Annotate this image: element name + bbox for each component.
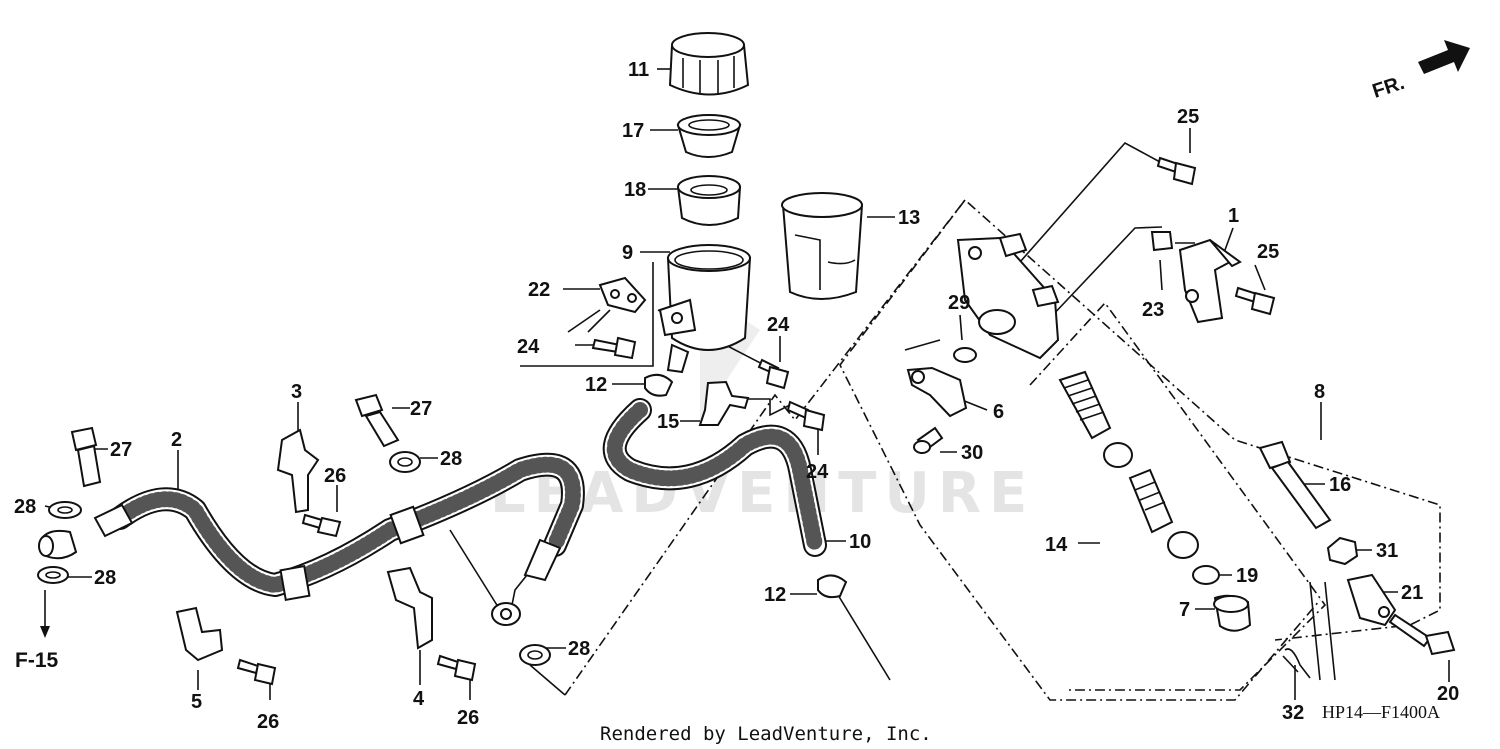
callout-25-b: 25 — [1257, 241, 1279, 263]
reference-label: F-15 — [15, 649, 59, 672]
callout-16: 16 — [1329, 474, 1351, 496]
callout-14: 14 — [1045, 534, 1068, 556]
reservoir-tank — [658, 244, 752, 374]
brake-hose — [93, 452, 585, 626]
callout-20: 20 — [1437, 683, 1459, 705]
push-rod — [1258, 440, 1332, 530]
callout-9: 9 — [622, 242, 633, 264]
callout-6: 6 — [993, 401, 1004, 423]
diaphragm — [676, 175, 742, 226]
front-arrow — [1418, 40, 1470, 74]
callout-15: 15 — [657, 411, 679, 433]
callout-18: 18 — [624, 179, 646, 201]
callout-12-b: 12 — [764, 584, 786, 606]
callout-12-a: 12 — [585, 374, 607, 396]
callout-26-a: 26 — [324, 465, 346, 487]
callout-labels: 11 17 18 13 9 22 24 12 15 24 24 10 12 25… — [14, 59, 1459, 733]
callout-26-b: 26 — [257, 711, 279, 733]
callout-31: 31 — [1376, 540, 1398, 562]
reservoir-cap — [668, 32, 750, 96]
oil-bolts — [70, 393, 400, 488]
hose-clamp-15 — [698, 380, 750, 426]
piston-set — [1058, 370, 1252, 632]
callout-13: 13 — [898, 207, 920, 229]
reservoir-bracket — [598, 276, 647, 314]
master-cylinder-body — [956, 232, 1060, 360]
callout-26-c: 26 — [457, 707, 479, 729]
hose-clips — [644, 373, 848, 599]
hose-joint — [906, 366, 968, 418]
callout-28-b: 28 — [94, 567, 116, 589]
joint-pin — [1388, 613, 1456, 656]
callout-29: 29 — [948, 292, 970, 314]
callout-10: 10 — [849, 531, 871, 553]
callout-8: 8 — [1314, 381, 1325, 403]
hose-stays — [175, 428, 433, 662]
callout-28-a: 28 — [14, 496, 36, 518]
callout-19: 19 — [1236, 565, 1258, 587]
reservoir-guard — [781, 192, 864, 300]
callout-25-a: 25 — [1177, 106, 1199, 128]
diagram-code: HP14—F1400A — [1322, 702, 1440, 722]
callout-32: 32 — [1282, 702, 1304, 724]
callout-11: 11 — [628, 59, 649, 81]
callout-27-a: 27 — [410, 398, 432, 420]
mounting-bracket — [1178, 238, 1242, 324]
callout-22: 22 — [528, 279, 550, 301]
callout-28-c: 28 — [440, 448, 462, 470]
push-rod-nut — [1326, 536, 1359, 566]
joint-screw — [913, 426, 944, 454]
callout-27-b: 27 — [110, 439, 132, 461]
callout-24-c: 24 — [806, 461, 829, 483]
callout-5: 5 — [191, 691, 202, 713]
cotter-pin — [1282, 648, 1311, 679]
bolts-reservoir — [591, 336, 826, 432]
callout-7: 7 — [1179, 599, 1190, 621]
stay-bolts — [236, 513, 477, 686]
bracket-bolts — [1150, 231, 1276, 316]
callout-21: 21 — [1401, 582, 1423, 604]
reservoir-hose — [602, 398, 827, 557]
direction-label: FR. — [1370, 72, 1407, 103]
callout-30: 30 — [961, 442, 983, 464]
sealing-washers — [37, 451, 551, 666]
text-labels: FR. F-15 HP14—F1400A Rendered by LeadVen… — [15, 72, 1440, 745]
callout-3: 3 — [291, 381, 302, 403]
push-rod-joint — [1346, 573, 1397, 627]
callout-4: 4 — [413, 688, 425, 710]
callout-23: 23 — [1142, 299, 1164, 321]
master-cylinder-bolt — [1156, 156, 1197, 186]
callout-24-a: 24 — [517, 336, 540, 358]
o-ring-29 — [953, 347, 977, 363]
leader-lines — [40, 68, 1450, 700]
diaphragm-plate — [676, 114, 742, 158]
credit-text: Rendered by LeadVenture, Inc. — [600, 723, 932, 745]
banjo-fitting — [38, 529, 78, 560]
callout-2: 2 — [171, 429, 182, 451]
callout-1: 1 — [1228, 205, 1239, 227]
callout-24-b: 24 — [767, 314, 790, 336]
callout-28-d: 28 — [568, 638, 590, 660]
callout-17: 17 — [622, 120, 644, 142]
assembly-boundaries — [564, 198, 1441, 701]
